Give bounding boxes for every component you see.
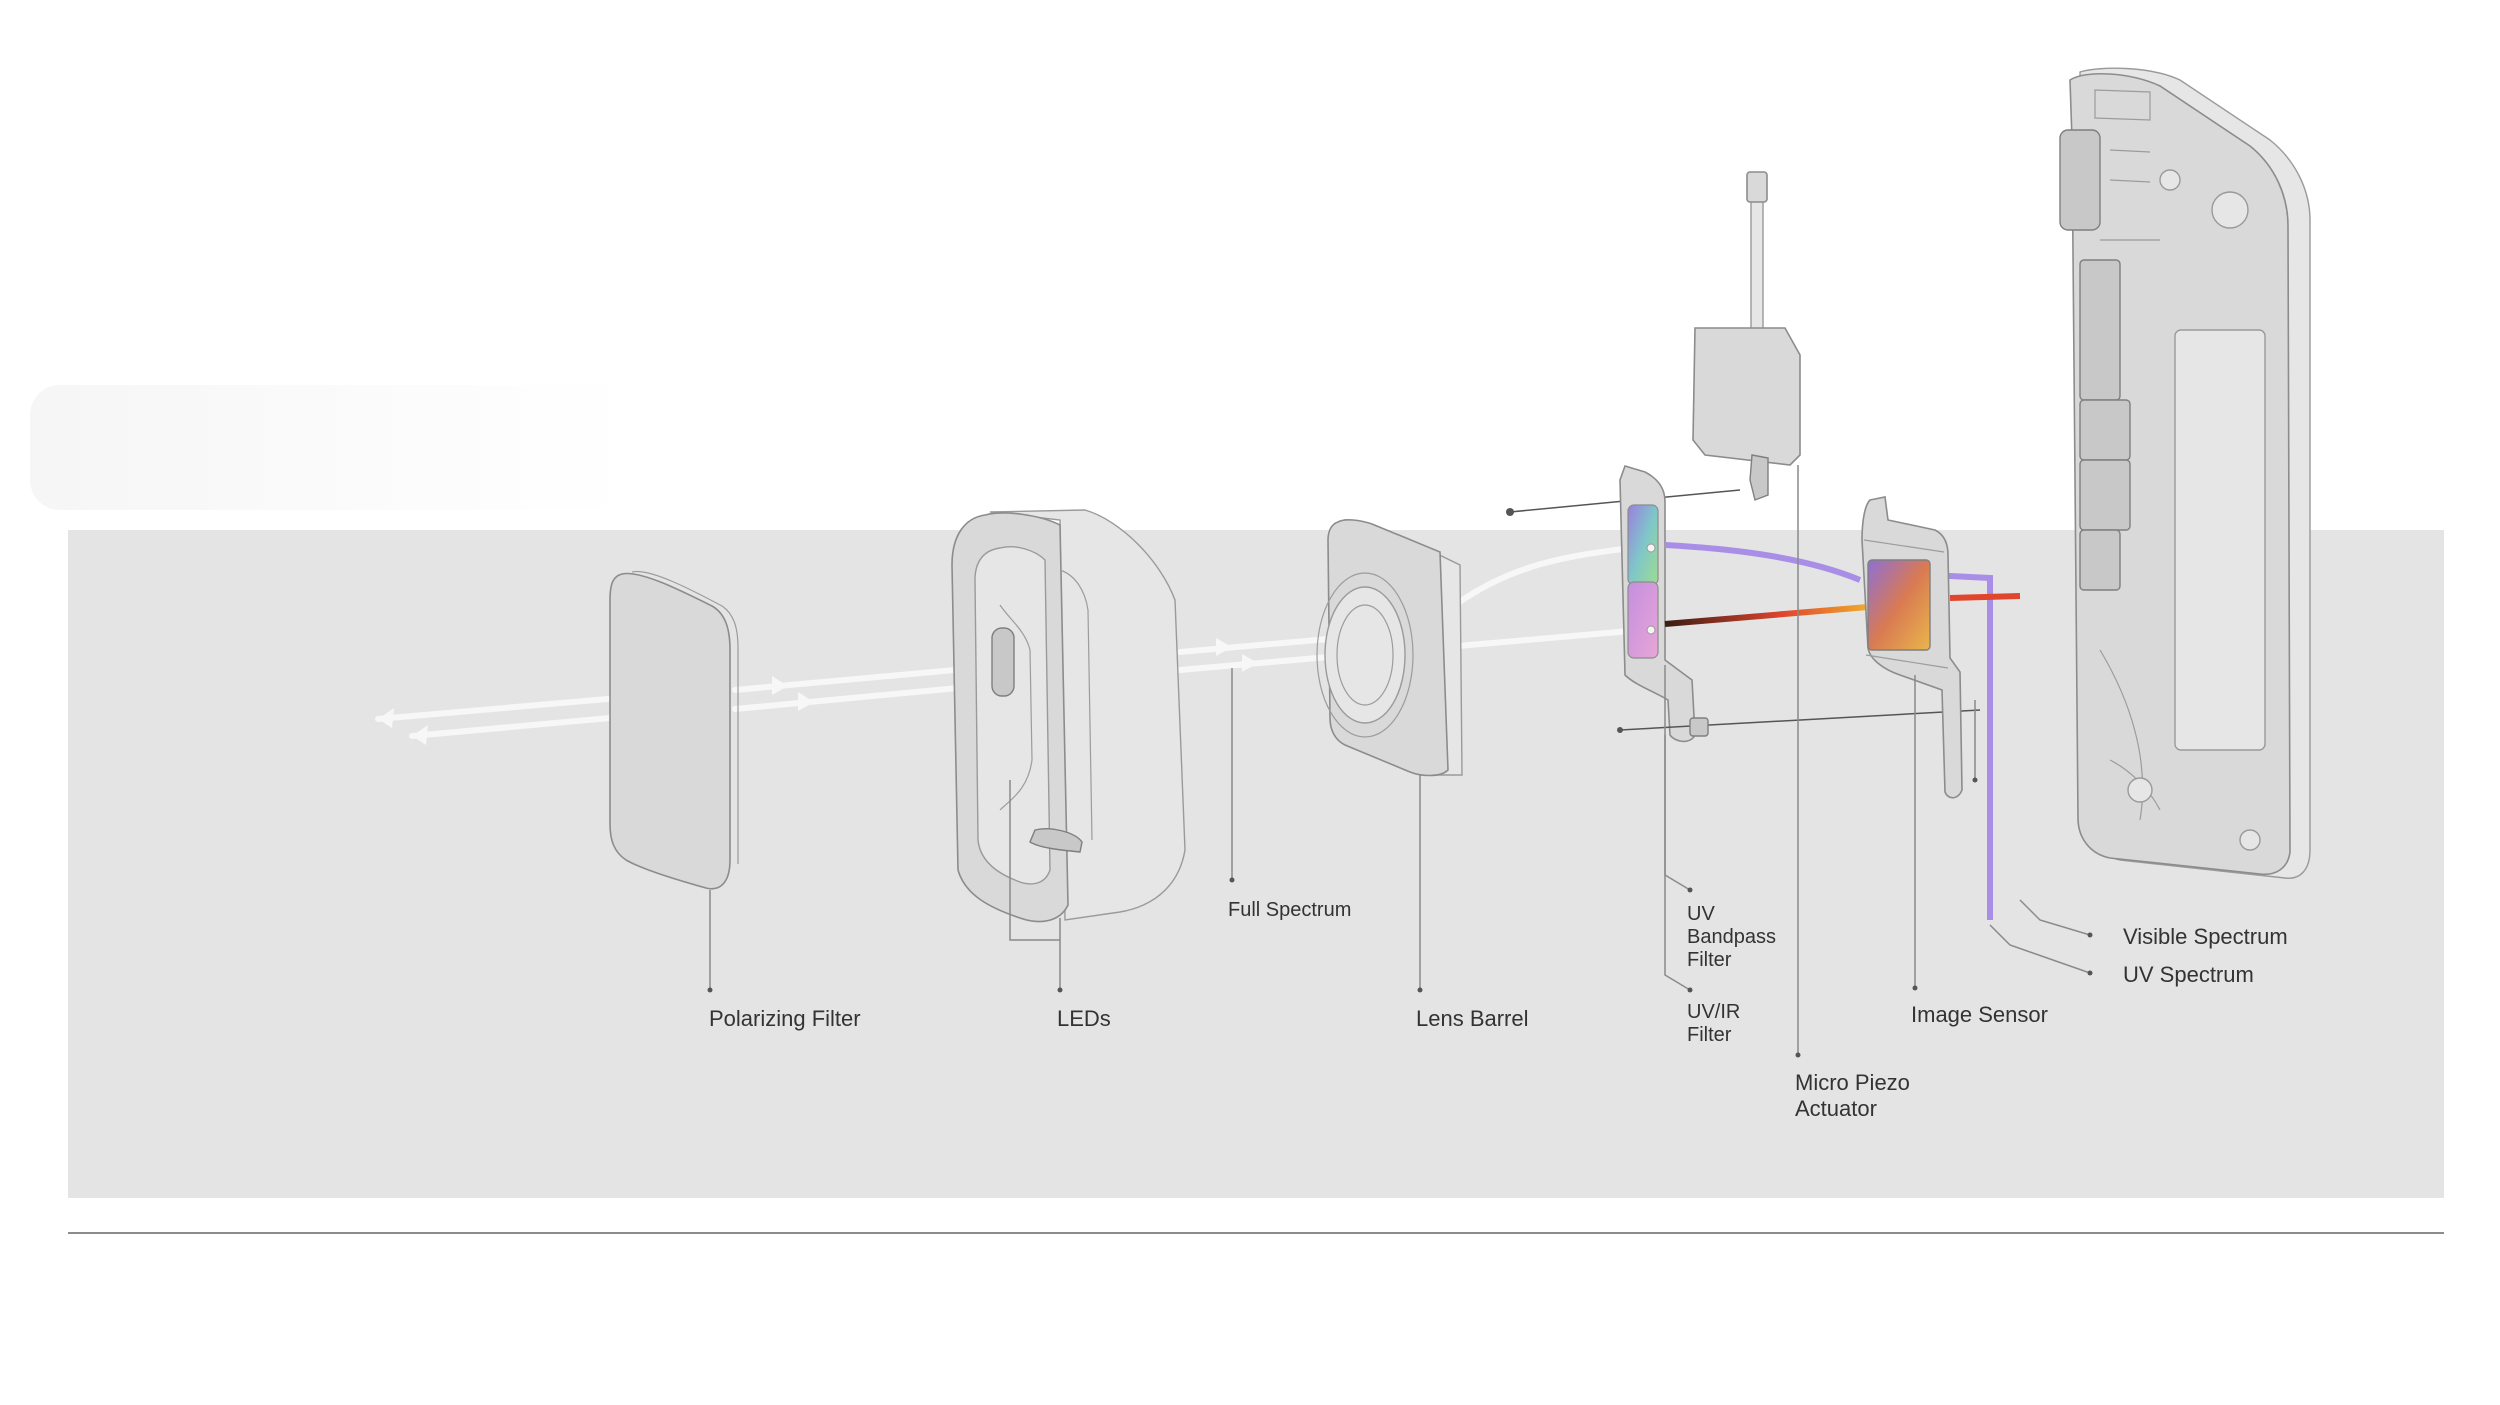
label-uv-ir-filter: UV/IR Filter	[1687, 1001, 1746, 1046]
image-sensor	[1861, 496, 1963, 799]
visible-spectrum-path	[1664, 593, 2023, 895]
label-lens-barrel: Lens Barrel	[1416, 1006, 1529, 1031]
phone-chassis	[2059, 67, 2311, 879]
label-full-spectrum: Full Spectrum	[1228, 899, 1351, 921]
diagram-panel	[68, 530, 2444, 1198]
sensor-die	[1867, 559, 1931, 651]
incoming-light-beams	[375, 545, 1633, 745]
label-uv-bandpass-filter: UV Bandpass Filter	[1687, 903, 1782, 971]
label-visible-spectrum: Visible Spectrum	[2123, 924, 2288, 949]
polarizing-filter	[609, 570, 739, 890]
uv-ir-filter-glass	[1627, 581, 1659, 659]
uv-spectrum-path	[1664, 542, 1993, 920]
label-polarizing-filter: Polarizing Filter	[709, 1006, 861, 1031]
ghost-shape	[30, 385, 630, 510]
label-image-sensor: Image Sensor	[1911, 1002, 2048, 1027]
leader-lines	[707, 465, 2093, 1058]
led-emitter	[991, 627, 1015, 697]
led-housing	[951, 509, 1186, 923]
uv-filter-assembly	[1617, 465, 1981, 743]
lens-barrel	[1316, 518, 1463, 777]
label-leds: LEDs	[1057, 1006, 1111, 1031]
label-uv-spectrum: UV Spectrum	[2123, 962, 2254, 987]
label-micro-piezo-actuator: Micro Piezo Actuator	[1795, 1070, 1916, 1121]
micro-piezo-actuator	[1506, 171, 1801, 516]
